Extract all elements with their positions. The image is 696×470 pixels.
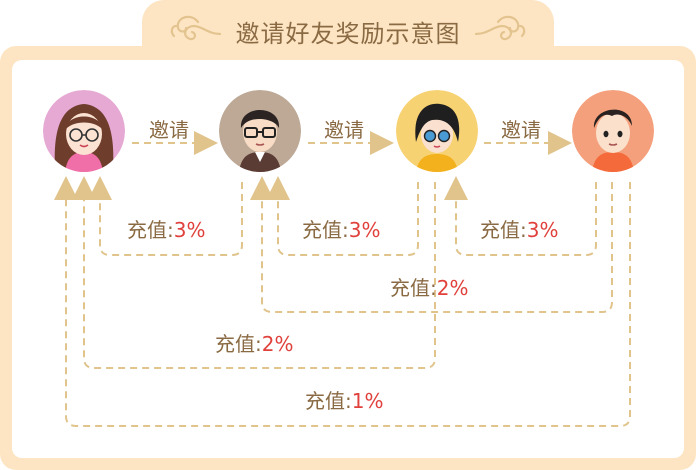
avatar-inviter [43,90,125,172]
rate-line-b-d [250,176,613,313]
rate-label-c-d: 充值:3% [480,218,559,242]
avatar-friend-1 [219,90,301,172]
avatar-friend-2 [396,90,478,172]
invite-label-b-c: 邀请 [324,118,364,142]
page-title: 邀请好友奖励示意图 [235,20,461,48]
rate-line-a-d [54,176,631,427]
rate-label-a-d: 充值:1% [305,389,384,413]
left-ornament-icon [170,15,222,41]
right-ornament-icon [474,15,526,41]
rate-label-b-c: 充值:3% [302,218,381,242]
title-tab [142,0,554,60]
rate-line-a-c [72,176,436,369]
rate-label-a-b: 充值:3% [127,218,206,242]
rate-label-b-d: 充值:2% [390,276,469,300]
invite-label-a-b: 邀请 [149,118,189,142]
rate-label-a-c: 充值:2% [215,332,294,356]
invite-label-c-d: 邀请 [501,118,541,142]
avatar-friend-3 [572,90,654,172]
